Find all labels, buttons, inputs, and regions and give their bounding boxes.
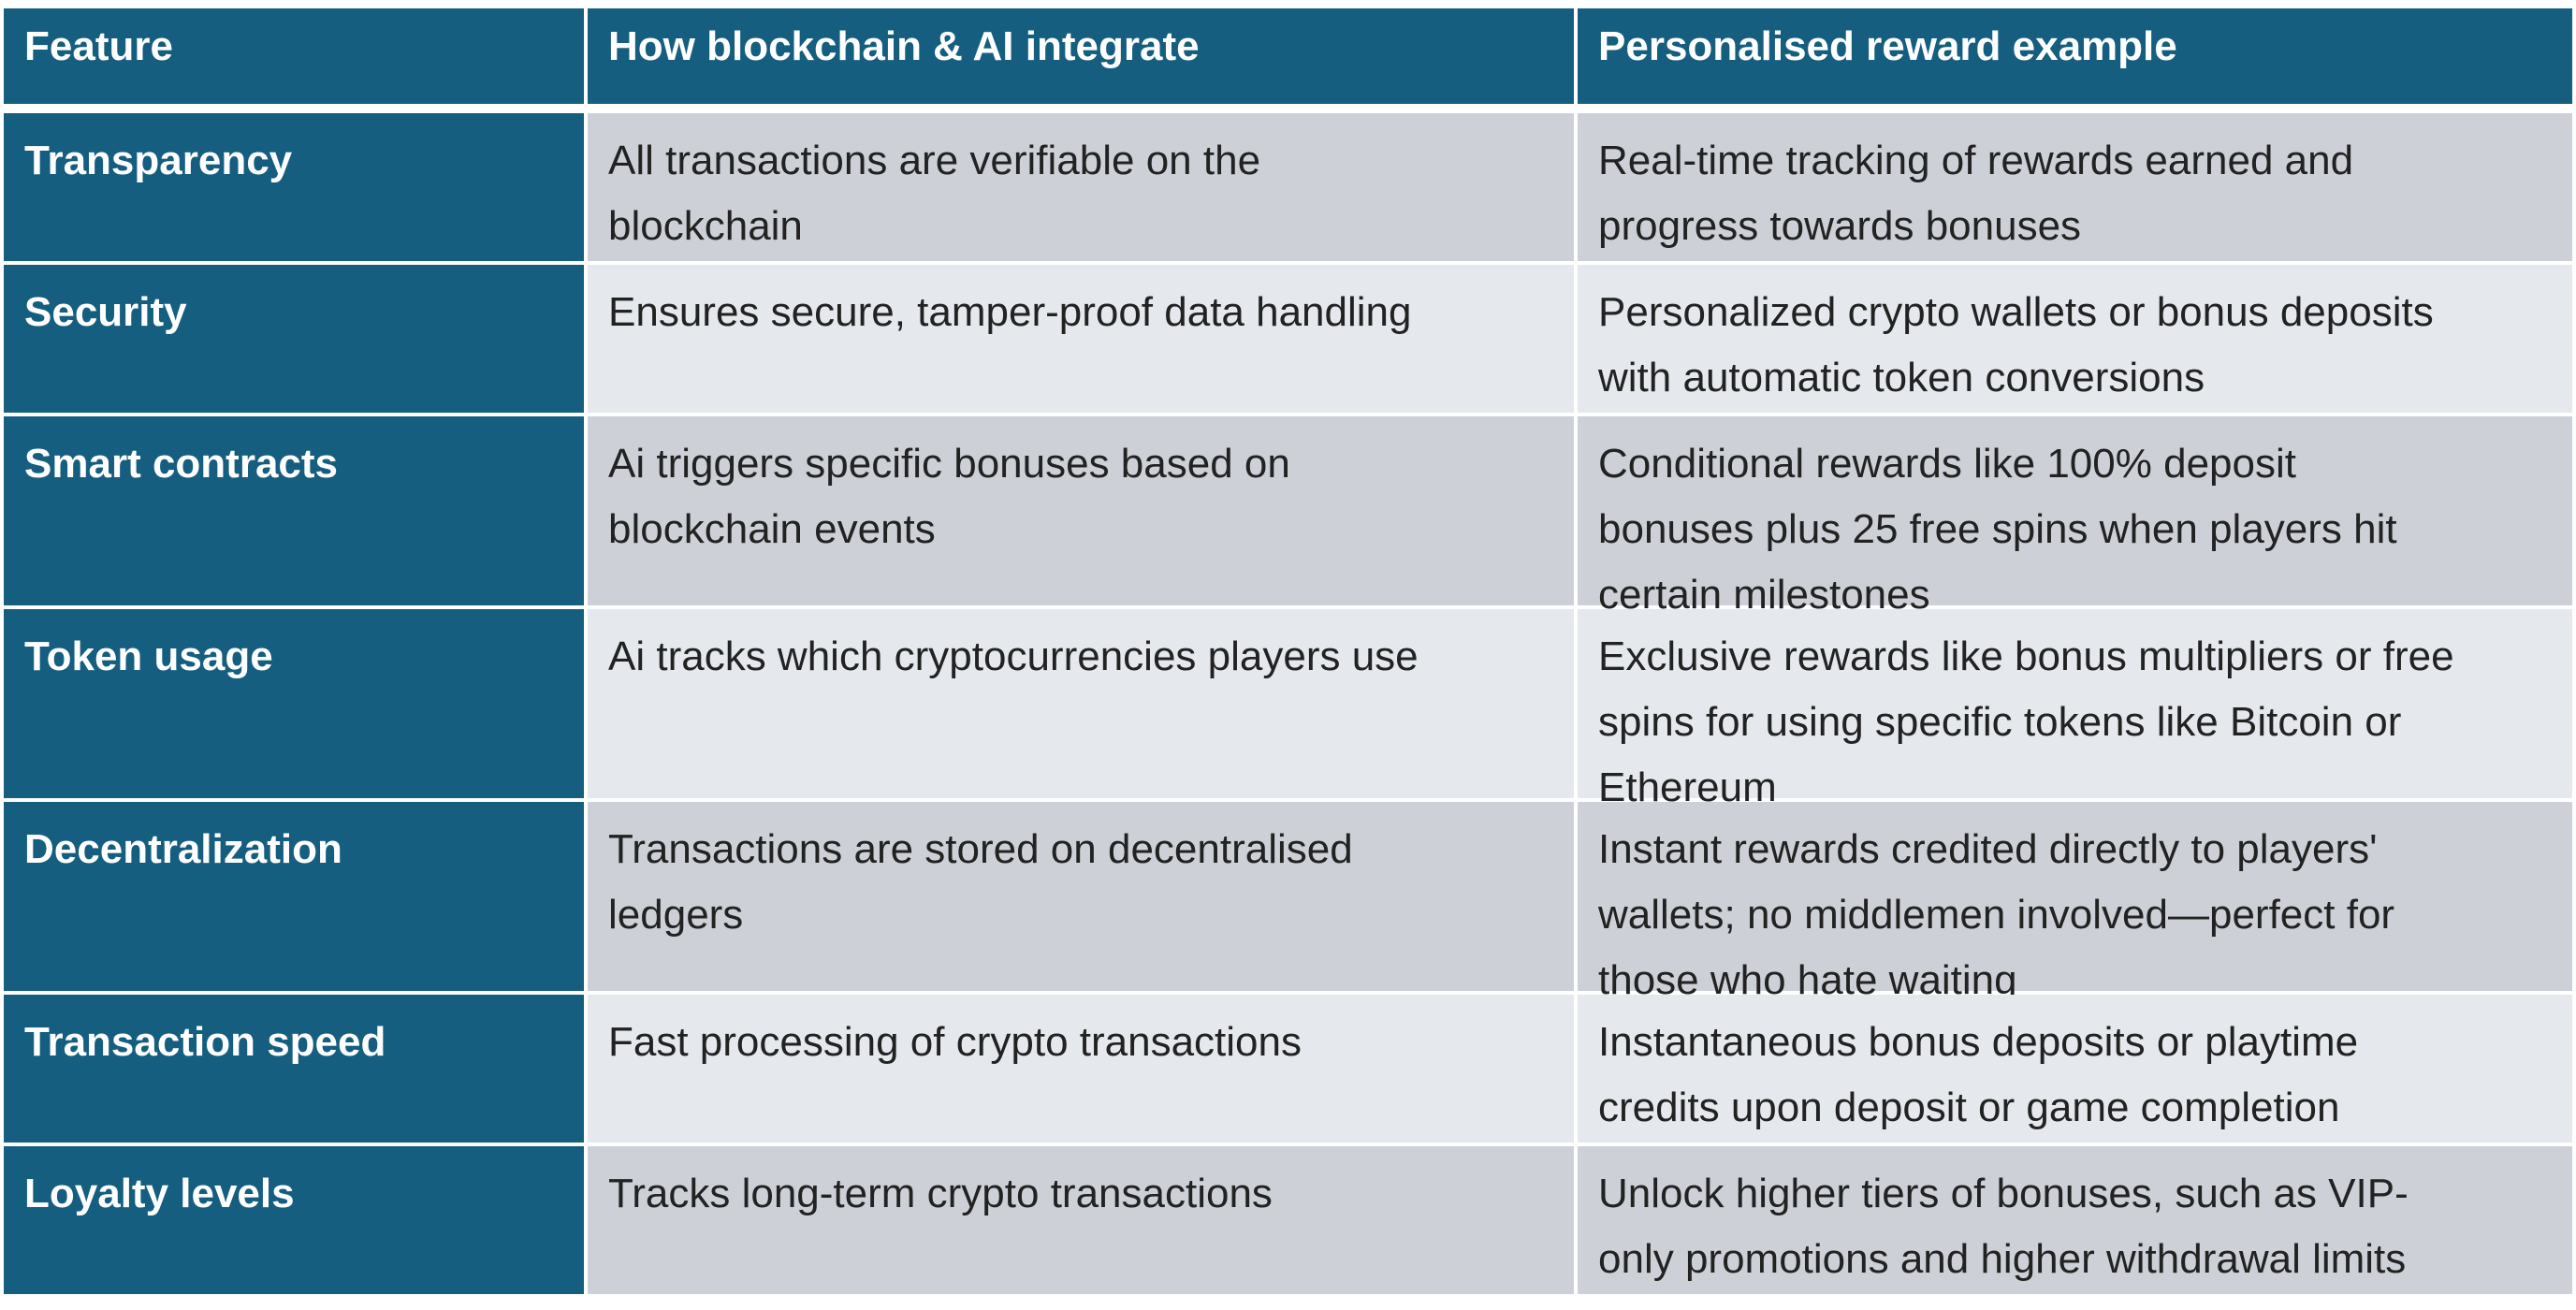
feature-cell: Token usage <box>4 609 584 798</box>
reward-line: with automatic token conversions <box>1598 355 2205 400</box>
reward-line: progress towards bonuses <box>1598 203 2082 249</box>
integration-cell: Fast processing of crypto transactions <box>588 995 1574 1143</box>
integration-cell: Tracks long-term crypto transactions <box>588 1146 1574 1294</box>
reward-line: Real-time tracking of rewards earned and <box>1598 138 2354 183</box>
integration-cell: Ai tracks which cryptocurrencies players… <box>588 609 1574 798</box>
reward-cell: Unlock higher tiers of bonuses, such as … <box>1578 1146 2572 1294</box>
reward-cell: Personalized crypto wallets or bonus dep… <box>1578 265 2572 413</box>
reward-line: credits upon deposit or game completion <box>1598 1084 2340 1130</box>
reward-line: Instantaneous bonus deposits or playtime <box>1598 1019 2359 1065</box>
integration-line: All transactions are verifiable on the <box>608 138 1261 183</box>
integration-cell: Transactions are stored on decentralised… <box>588 802 1574 991</box>
reward-cell: Instant rewards credited directly to pla… <box>1578 802 2572 1003</box>
integration-line: Transactions are stored on decentralised <box>608 826 1353 872</box>
reward-line: Conditional rewards like 100% deposit <box>1598 441 2296 487</box>
feature-table: Feature How blockchain & AI integrate Pe… <box>4 8 2572 1294</box>
feature-cell: Transparency <box>4 113 584 261</box>
integration-cell: Ai triggers specific bonuses based on blo… <box>588 416 1574 605</box>
header-reward: Personalised reward example <box>1578 8 2572 104</box>
header-integration: How blockchain & AI integrate <box>588 8 1574 104</box>
reward-cell: Conditional rewards like 100% deposit bon… <box>1578 416 2572 618</box>
feature-cell: Decentralization <box>4 802 584 991</box>
reward-line: wallets; no middlemen involved—perfect f… <box>1598 892 2395 938</box>
reward-line: Personalized crypto wallets or bonus dep… <box>1598 289 2434 335</box>
integration-line: Fast processing of crypto transactions <box>608 1019 1302 1065</box>
integration-line: Tracks long-term crypto transactions <box>608 1171 1273 1216</box>
integration-line: blockchain <box>608 203 803 249</box>
integration-line: Ai triggers specific bonuses based on <box>608 441 1290 487</box>
reward-cell: Instantaneous bonus deposits or playtime… <box>1578 995 2572 1143</box>
feature-cell: Loyalty levels <box>4 1146 584 1294</box>
reward-line: Unlock higher tiers of bonuses, such as … <box>1598 1171 2409 1216</box>
reward-line: Exclusive rewards like bonus multipliers… <box>1598 633 2454 679</box>
reward-cell: Exclusive rewards like bonus multipliers… <box>1578 609 2572 810</box>
integration-line: Ai tracks which cryptocurrencies players… <box>608 633 1419 679</box>
integration-line: ledgers <box>608 892 744 938</box>
reward-line: bonuses plus 25 free spins when players … <box>1598 506 2397 552</box>
reward-line: only promotions and higher withdrawal li… <box>1598 1236 2407 1282</box>
feature-cell: Transaction speed <box>4 995 584 1143</box>
reward-line: Instant rewards credited directly to pla… <box>1598 826 2378 872</box>
header-feature: Feature <box>4 8 584 104</box>
integration-line: Ensures secure, tamper-proof data handli… <box>608 289 1412 335</box>
integration-cell: Ensures secure, tamper-proof data handli… <box>588 265 1574 413</box>
reward-cell: Real-time tracking of rewards earned and… <box>1578 113 2572 261</box>
reward-line: spins for using specific tokens like Bit… <box>1598 699 2402 745</box>
feature-cell: Security <box>4 265 584 413</box>
feature-cell: Smart contracts <box>4 416 584 605</box>
integration-cell: All transactions are verifiable on the bl… <box>588 113 1574 261</box>
integration-line: blockchain events <box>608 506 936 552</box>
